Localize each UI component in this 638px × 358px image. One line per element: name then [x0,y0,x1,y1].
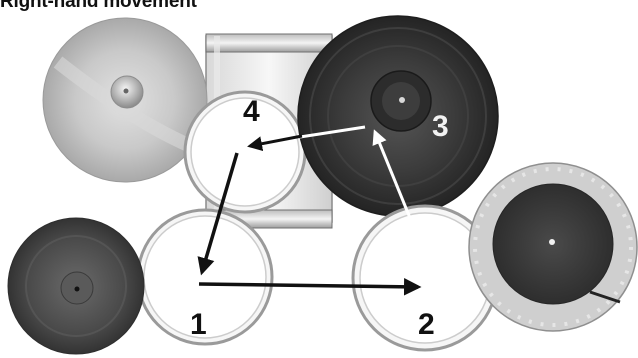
label-drum-2: 2 [418,308,435,341]
cymbal-top-left [43,18,207,182]
cymbal-right [469,163,637,331]
label-drum-4: 4 [243,95,260,128]
label-cymbal-3: 3 [432,110,449,143]
label-drum-1: 1 [190,308,207,341]
cymbal-bottom-left [8,218,144,354]
